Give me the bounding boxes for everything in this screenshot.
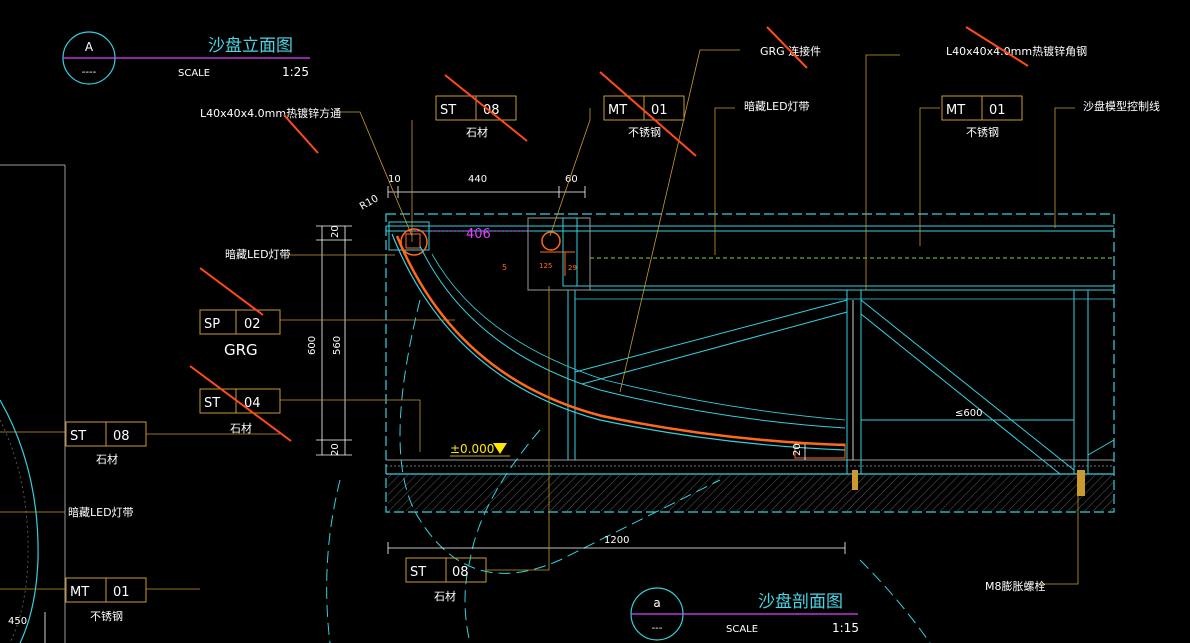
dim-r10: R10 <box>358 193 381 212</box>
left-elevation-fragment: 450 <box>0 164 66 643</box>
leader-lines <box>146 49 1079 590</box>
svg-text:08: 08 <box>113 429 130 444</box>
svg-text:ST: ST <box>440 103 456 118</box>
dim-le600: ≤600 <box>955 408 982 419</box>
dim-29: 29 <box>568 264 577 272</box>
svg-text:SP: SP <box>204 317 220 332</box>
svg-text:石材: 石材 <box>466 125 488 139</box>
svg-text:01: 01 <box>113 585 130 600</box>
svg-text:±0.000: ±0.000 <box>450 442 494 456</box>
svg-text:01: 01 <box>651 103 668 118</box>
dim-600: 600 <box>307 336 318 355</box>
svg-text:08: 08 <box>452 565 469 580</box>
svg-text:石材: 石材 <box>230 421 252 435</box>
scale-value: 1:25 <box>282 65 309 79</box>
dim-60: 60 <box>565 174 578 185</box>
dim-560: 560 <box>332 336 343 355</box>
section-title-block: a --- 沙盘剖面图 SCALE 1:15 <box>630 587 859 641</box>
callout-anchor-bolt: M8膨胀螺栓 <box>985 579 1046 593</box>
svg-text:---: --- <box>652 623 663 634</box>
elevation-title: 沙盘立面图 <box>208 36 293 56</box>
dashed-curve-right <box>859 559 931 643</box>
svg-text:MT: MT <box>608 103 627 118</box>
svg-text:a: a <box>653 596 660 610</box>
elevation-marker: ±0.000 <box>450 442 510 457</box>
steel-truss <box>574 290 1115 475</box>
svg-text:石材: 石材 <box>96 452 118 466</box>
dashed-curve-left <box>399 299 721 574</box>
ground-hatch <box>388 475 1113 511</box>
red-markup-strokes <box>189 26 1029 442</box>
dashed-curve-outer <box>326 479 341 643</box>
tag-mt01-mid: MT 01 不锈钢 <box>603 95 685 139</box>
callout-angle-steel: L40x40x4.0mm热镀锌角钢 <box>946 44 1087 58</box>
tag-st08-left: ST 08 石材 <box>65 421 147 466</box>
view-marker-letter: A <box>85 40 94 54</box>
svg-text:01: 01 <box>989 103 1006 118</box>
dim-5: 5 <box>502 263 507 272</box>
dim-125: 125 <box>539 262 552 270</box>
tag-st08-top: ST 08 石材 <box>435 95 517 139</box>
dim-20-bottom: 20 <box>330 443 341 456</box>
tag-sp02: SP 02 GRG <box>199 309 281 359</box>
svg-text:不锈钢: 不锈钢 <box>90 610 123 623</box>
svg-text:石材: 石材 <box>434 589 456 603</box>
dim-10: 10 <box>388 174 401 185</box>
svg-text:04: 04 <box>244 396 261 411</box>
svg-text:MT: MT <box>70 585 89 600</box>
view-marker-sub: ---- <box>82 67 97 78</box>
callout-model-line: 沙盘模型控制线 <box>1083 99 1160 113</box>
tag-st08-bottom: ST 08 石材 <box>405 557 487 603</box>
dimension-lines <box>316 186 854 554</box>
svg-text:ST: ST <box>204 396 220 411</box>
dim-450: 450 <box>8 616 27 627</box>
svg-text:ST: ST <box>70 429 86 444</box>
dim-1200: 1200 <box>604 535 629 546</box>
elevation-title-block: A ---- 沙盘立面图 SCALE 1:25 <box>62 31 310 85</box>
svg-text:GRG: GRG <box>224 341 258 359</box>
svg-text:02: 02 <box>244 317 261 332</box>
grg-curved-panel <box>391 233 846 459</box>
tag-mt01-right: MT 01 不锈钢 <box>941 95 1023 139</box>
tag-mt01-left: MT 01 不锈钢 <box>65 577 147 623</box>
callout-angle-tube: L40x40x4.0mm热镀锌方通 <box>200 106 341 120</box>
svg-text:08: 08 <box>483 103 500 118</box>
callout-led-left-section: 暗藏LED灯带 <box>225 247 291 261</box>
dashed-curve-mid <box>464 429 541 643</box>
svg-text:MT: MT <box>946 103 965 118</box>
svg-text:不锈钢: 不锈钢 <box>966 126 999 139</box>
scale-label: SCALE <box>178 68 210 79</box>
dim-406: 406 <box>466 227 491 242</box>
section-title: 沙盘剖面图 <box>758 592 843 612</box>
anchor-bolts <box>852 470 1085 496</box>
callout-led-top: 暗藏LED灯带 <box>744 99 810 113</box>
svg-text:ST: ST <box>410 565 426 580</box>
dim-440: 440 <box>468 174 487 185</box>
section-outline <box>385 213 1115 513</box>
left-corner-steel <box>388 221 430 256</box>
section-scale-value: 1:15 <box>832 621 859 635</box>
svg-text:不锈钢: 不锈钢 <box>628 126 661 139</box>
section-scale-label: SCALE <box>726 624 758 635</box>
dim-20-right: 20 <box>792 443 803 456</box>
callout-led-left: 暗藏LED灯带 <box>68 505 134 519</box>
dim-20-top: 20 <box>330 225 341 238</box>
top-platform: 406 <box>386 225 1114 300</box>
tag-st04: ST 04 石材 <box>199 388 281 435</box>
